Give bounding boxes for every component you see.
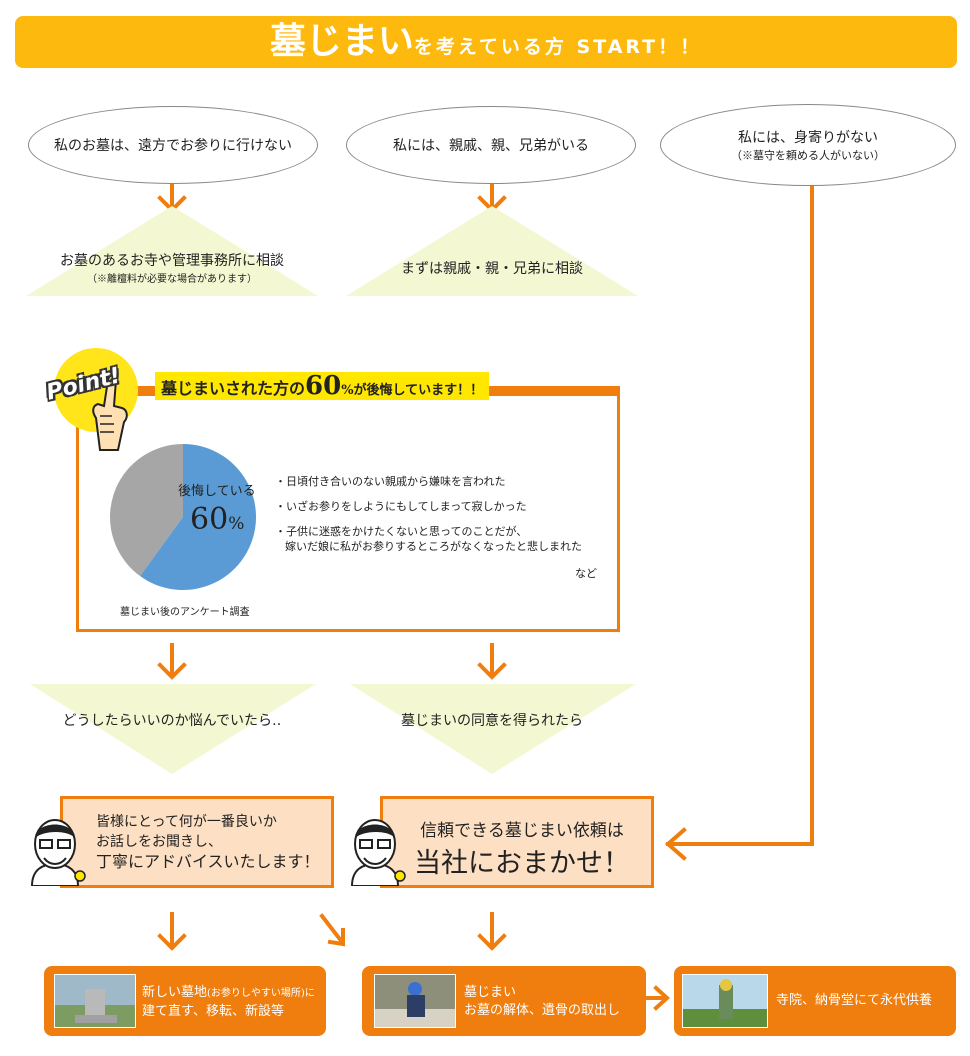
pie-label: 後悔している <box>178 484 256 499</box>
pie-percent-value: 60 <box>190 502 229 537</box>
dismantle-photo <box>374 974 456 1028</box>
arrow-no-relatives-line <box>666 184 814 846</box>
situation-far-away: 私のお墓は、遠方でお参りに行けない <box>28 106 318 184</box>
situation-has-relatives: 私には、親戚、親、兄弟がいる <box>346 106 636 184</box>
trust-line-1: 信頼できる墓じまい依頼は <box>420 821 624 841</box>
trust-text: 信頼できる墓じまい依頼は 当社におまかせ！ <box>400 816 644 880</box>
reasons-etc: など <box>575 567 597 580</box>
point-headline-pct: 60 <box>305 371 342 401</box>
arrow-7-head <box>477 933 507 951</box>
arrow-4-head <box>477 662 507 680</box>
reason-item: ・いざお参りをしようにもしてしまって寂しかった <box>275 500 527 513</box>
result-rebuild-line2: 建て直す、移転、新設等 <box>142 1004 284 1019</box>
grave-photo <box>54 974 136 1028</box>
situation-no-relatives-note: （※墓守を頼める人がいない） <box>731 149 885 162</box>
arrow-no-relatives-head <box>664 827 687 861</box>
result-dismantle-line2: お墓の解体、遺骨の取出し <box>464 1003 621 1018</box>
pie-percent: 60% <box>190 502 244 537</box>
pointing-hand-icon <box>92 374 128 451</box>
advice-line-3: 丁寧にアドバイスいたします！ <box>96 852 320 871</box>
point-headline-post: %が後悔しています！！ <box>341 383 484 398</box>
point-headline: 墓じまいされた方の60%が後悔しています！！ <box>155 371 490 401</box>
consult-relatives: まずは親戚・親・兄弟に相談 <box>360 258 624 278</box>
point-headline-pre: 墓じまいされた方の <box>161 379 306 398</box>
result-rebuild-particle: に <box>304 988 315 999</box>
result-rebuild-line1: 新しい墓地 <box>142 985 208 1000</box>
pie-slice-rest <box>110 444 183 577</box>
staff-face-icon <box>30 819 86 886</box>
result-dismantle-text: 墓じまい お墓の解体、遺骨の取出し <box>464 984 620 1020</box>
mid-triangle-1 <box>30 684 316 774</box>
consult-temple-text: お墓のあるお寺や管理事務所に相談 <box>60 253 284 269</box>
banner-title-sub: を考えている方 START！！ <box>413 36 703 58</box>
consult-temple: お墓のあるお寺や管理事務所に相談 （※離檀料が必要な場合があります） <box>40 250 304 285</box>
banner-title-main: 墓じまい <box>269 21 414 62</box>
result-memorial-text: 寺院、納骨堂にて永代供養 <box>776 992 932 1010</box>
mid-agreed-text: 墓じまいの同意を得られたら <box>401 713 583 729</box>
arrow-3-head <box>157 662 187 680</box>
pie-slice-regret <box>140 444 256 590</box>
result-memorial-line1: 寺院、納骨堂にて永代供養 <box>776 993 933 1008</box>
result-dismantle-line1: 墓じまい <box>464 985 517 1000</box>
mid-agreed: 墓じまいの同意を得られたら <box>360 710 624 730</box>
result-rebuild-text: 新しい墓地(お参りしやすい場所)に 建て直す、移転、新設等 <box>142 984 315 1021</box>
reason-item: ・日頃付き合いのない親戚から嫌味を言われた <box>275 475 506 488</box>
regret-reasons-list: ・日頃付き合いのない親戚から嫌味を言われた ・いざお参りをしようにもしてしまって… <box>275 474 615 564</box>
arrow-6-head <box>327 928 345 947</box>
regret-pie-chart <box>110 444 256 590</box>
result-rebuild-note: (お参りしやすい場所) <box>207 988 305 999</box>
arrow-8-head <box>653 985 670 1011</box>
staff-face-icon <box>350 819 406 886</box>
consult-triangle-2 <box>346 206 638 296</box>
mid-worried-text: どうしたらいいのか悩んでいたら‥ <box>62 713 282 729</box>
temple-photo <box>682 974 768 1028</box>
situation-no-relatives: 私には、身寄りがない （※墓守を頼める人がいない） <box>660 104 956 186</box>
arrow-5-head <box>157 933 187 951</box>
arrow-6-diag <box>319 913 345 945</box>
survey-caption: 墓じまい後のアンケート調査 <box>120 607 250 618</box>
reason-item: 嫁いだ娘に私がお参りするところがなくなったと悲しまれた <box>285 540 582 553</box>
reason-item: ・子供に迷惑をかけたくないと思ってのことだが、 <box>275 525 528 538</box>
advice-box <box>60 796 334 888</box>
consult-triangle-1 <box>26 206 318 296</box>
situation-has-relatives-text: 私には、親戚、親、兄弟がいる <box>393 138 589 154</box>
advice-text: 皆様にとって何が一番良いか お話しをお聞きし、 丁寧にアドバイスいたします！ <box>96 812 320 872</box>
situation-far-away-text: 私のお墓は、遠方でお参りに行けない <box>54 138 292 154</box>
mid-triangle-2 <box>350 684 636 774</box>
trust-line-2: 当社におまかせ！ <box>414 848 630 879</box>
trust-box <box>380 796 654 888</box>
pie-percent-unit: % <box>228 514 245 534</box>
situation-no-relatives-text: 私には、身寄りがない <box>738 130 878 146</box>
advice-line-2: お話しをお聞きし、 <box>96 834 222 850</box>
consult-relatives-text: まずは親戚・親・兄弟に相談 <box>401 261 583 277</box>
start-banner: 墓じまいを考えている方 START！！ <box>15 16 957 68</box>
consult-temple-note: （※離檀料が必要な場合があります） <box>87 274 257 285</box>
mid-worried: どうしたらいいのか悩んでいたら‥ <box>40 710 304 730</box>
advice-line-1: 皆様にとって何が一番良いか <box>96 814 277 830</box>
